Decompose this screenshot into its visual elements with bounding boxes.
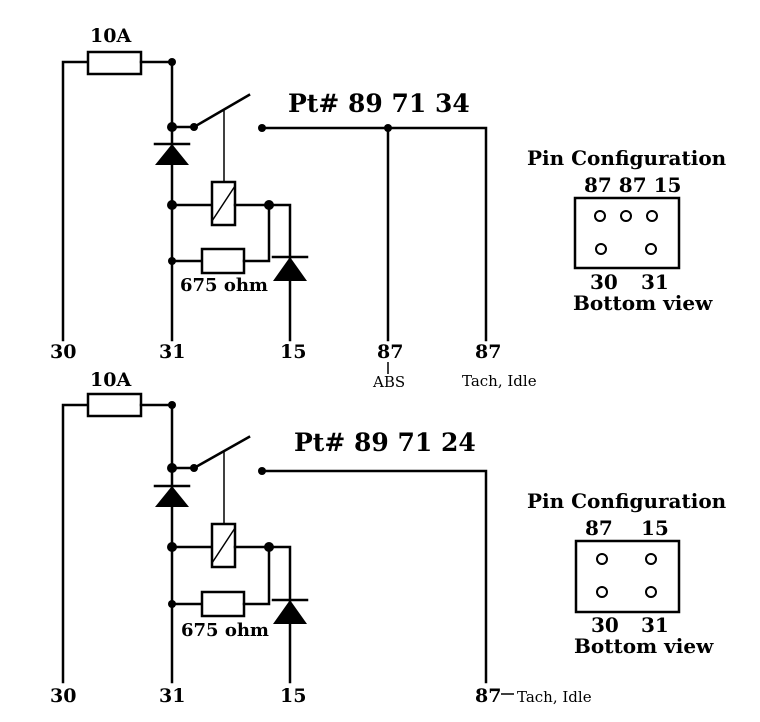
resistor-label: 675 ohm xyxy=(180,275,268,296)
pin-hole xyxy=(645,586,657,598)
tach-note: Tach, Idle xyxy=(517,688,592,706)
pin-hole xyxy=(645,553,657,565)
diode-symbol xyxy=(155,144,189,165)
wire-pin-87-tach xyxy=(260,126,488,342)
fuse-label: 10A xyxy=(90,25,131,47)
fuse-label: 10A xyxy=(90,369,131,391)
fuse-symbol xyxy=(86,50,143,76)
pin-config-2: Pin Configuration 87 15 30 31 Bottom vie… xyxy=(527,489,727,658)
fuse-symbol xyxy=(86,392,143,418)
resistor-symbol xyxy=(200,247,246,275)
wire-pin-30 xyxy=(61,60,90,342)
wire-pin-15 xyxy=(233,203,292,342)
pin-label-31: 31 xyxy=(159,685,185,707)
pin-label-15: 15 xyxy=(280,685,306,707)
abs-note: ABS xyxy=(372,373,405,391)
tach-note: Tach, Idle xyxy=(462,372,537,390)
pin-config-bottom-right: 31 xyxy=(641,613,669,637)
pin-config-title: Pin Configuration xyxy=(527,146,727,170)
wire-pin-30 xyxy=(61,403,90,684)
part-number: Pt# 89 71 34 xyxy=(288,89,470,118)
diode-symbol xyxy=(155,486,189,507)
relay-base-outline xyxy=(574,539,681,614)
pin-label-87-abs: 87 xyxy=(377,341,403,363)
diode-symbol xyxy=(273,600,307,624)
resistor-wire-right xyxy=(242,545,271,606)
pin-config-view: Bottom view xyxy=(574,634,714,658)
pin-config-top-right: 15 xyxy=(641,516,669,540)
pin-label-15: 15 xyxy=(280,341,306,363)
relay-2-schematic xyxy=(61,392,514,695)
resistor-label: 675 ohm xyxy=(181,620,269,641)
switch-arm xyxy=(192,435,251,470)
pin-hole xyxy=(620,210,632,222)
pin-label-30: 30 xyxy=(50,685,76,707)
relay-1-schematic xyxy=(61,50,488,374)
pin-config-bottom-left: 30 xyxy=(590,270,618,294)
switch-arm xyxy=(192,93,251,129)
pin-config-view: Bottom view xyxy=(573,291,713,315)
resistor-symbol xyxy=(200,590,246,618)
wire-pin-15 xyxy=(233,545,292,684)
coil-diagonal xyxy=(211,185,236,222)
pin-hole xyxy=(596,553,608,565)
pin-hole xyxy=(595,243,607,255)
pin-label-31: 31 xyxy=(159,341,185,363)
diode-symbol xyxy=(273,257,307,281)
pin-hole xyxy=(594,210,606,222)
pin-hole xyxy=(596,586,608,598)
pin-config-top-left: 87 xyxy=(585,516,613,540)
wire-pin-87 xyxy=(260,469,488,684)
pin-config-1: Pin Configuration 87 87 15 30 31 Bottom … xyxy=(527,146,727,315)
pin-label-30: 30 xyxy=(50,341,76,363)
resistor-wire-right xyxy=(242,203,271,263)
part-number: Pt# 89 71 24 xyxy=(294,428,476,457)
pin-config-top-labels: 87 87 15 xyxy=(584,173,681,197)
pin-config-bottom-left: 30 xyxy=(591,613,619,637)
relay-base-outline xyxy=(573,196,681,270)
pin-config-title: Pin Configuration xyxy=(527,489,727,513)
pin-hole xyxy=(646,210,658,222)
pin-label-87: 87 xyxy=(475,685,501,707)
pin-config-bottom-right: 31 xyxy=(641,270,669,294)
pin-label-87-tach: 87 xyxy=(475,341,501,363)
pin-hole xyxy=(645,243,657,255)
coil-diagonal xyxy=(211,527,236,564)
